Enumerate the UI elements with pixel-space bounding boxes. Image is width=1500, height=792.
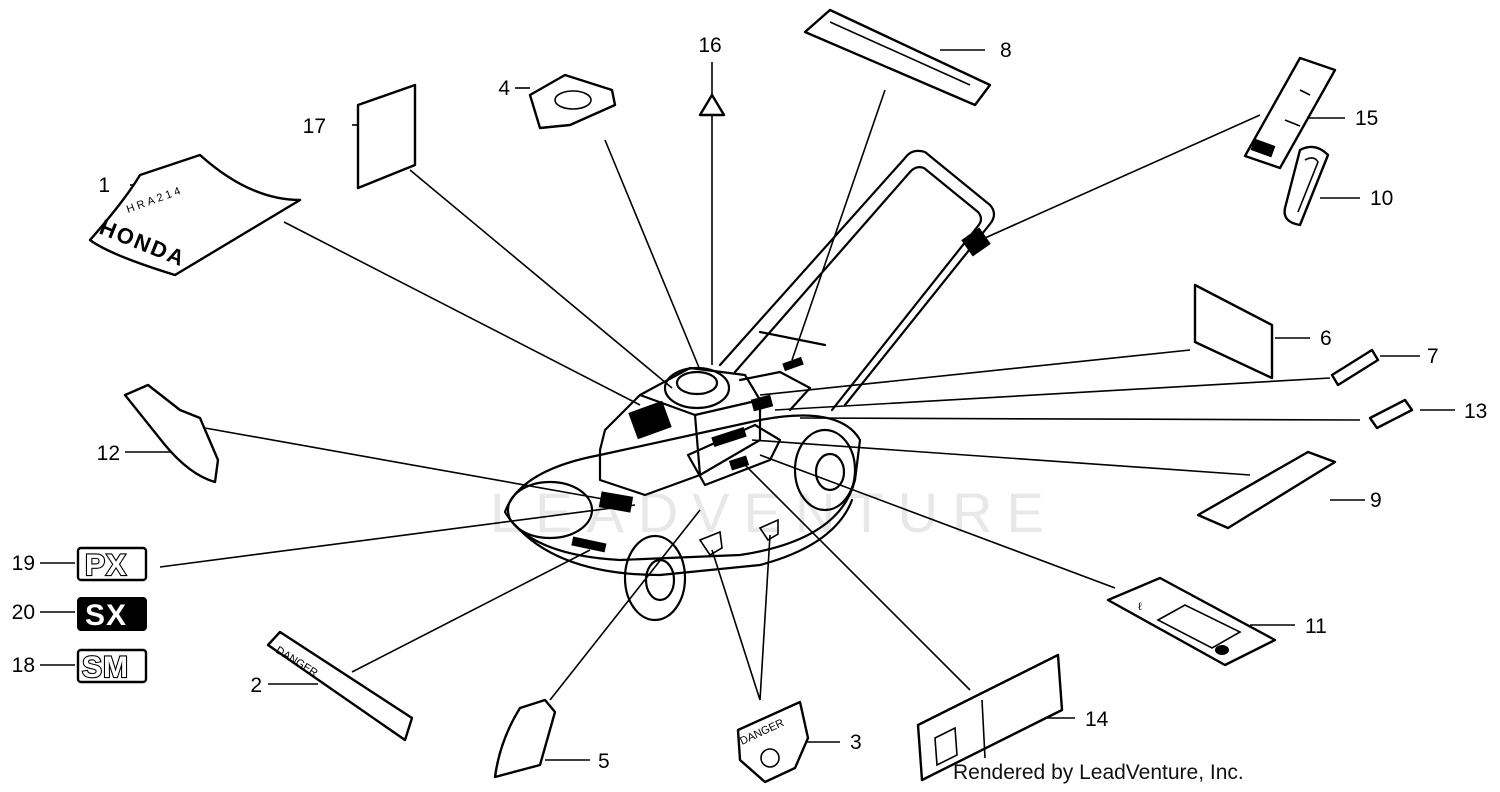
decal-11: ℓ <box>1106 576 1277 667</box>
emblem-19-px: PX <box>76 546 148 583</box>
handle-grip-decal <box>961 227 991 257</box>
callout-10: 10 <box>1370 187 1393 210</box>
decal-7 <box>1330 348 1380 387</box>
callout-12: 12 <box>97 442 120 465</box>
engine-cover-decal <box>711 426 747 448</box>
footer-credit: Rendered by LeadVenture, Inc. <box>953 761 1244 784</box>
callout-15: 15 <box>1355 107 1378 130</box>
decal-5 <box>493 698 557 779</box>
decal-10 <box>1283 145 1330 227</box>
svg-text:SM: SM <box>82 651 129 684</box>
callout-9: 9 <box>1370 489 1382 512</box>
decal-3-danger: DANGER <box>736 700 810 784</box>
callout-19: 19 <box>12 552 35 575</box>
decal-2-danger: DANGER <box>266 630 414 742</box>
decal-1-honda-model: HRA214 HONDA <box>88 153 302 277</box>
decal-15 <box>1243 56 1337 170</box>
engine-vent-grille <box>628 400 672 440</box>
svg-text:SX: SX <box>85 599 127 632</box>
callout-20: 20 <box>12 601 35 624</box>
decal-16-triangle <box>698 93 726 117</box>
callout-numbers: 1 17 4 16 8 15 10 6 7 13 12 9 11 19 20 1… <box>12 34 1488 773</box>
callout-5: 5 <box>598 750 610 773</box>
svg-text:ℓ: ℓ <box>1138 601 1142 613</box>
callout-16: 16 <box>698 34 721 57</box>
decal-14 <box>916 653 1064 782</box>
decal-4 <box>528 73 617 130</box>
callout-1: 1 <box>98 174 110 197</box>
callout-2: 2 <box>250 674 262 697</box>
decal-12 <box>123 383 220 484</box>
decal-8 <box>803 8 992 107</box>
callout-3: 3 <box>850 731 862 754</box>
leader-lines <box>40 49 1455 761</box>
callout-14: 14 <box>1085 708 1109 731</box>
svg-text:PX: PX <box>85 549 127 582</box>
deck-danger-decal <box>698 530 723 557</box>
decal-9 <box>1196 450 1337 530</box>
handle-panel-decal <box>782 356 804 372</box>
decal-6 <box>1193 283 1274 380</box>
engine-side-decal <box>728 455 750 471</box>
callout-17: 17 <box>303 115 326 138</box>
callout-7: 7 <box>1427 345 1439 368</box>
callout-18: 18 <box>12 654 35 677</box>
emblem-20-sx: SX <box>77 597 147 633</box>
lawn-mower-illustration <box>503 149 996 622</box>
throttle-decal <box>750 394 774 412</box>
deck-danger-decal-right <box>758 518 779 542</box>
callout-6: 6 <box>1320 327 1332 350</box>
callout-8: 8 <box>1000 39 1012 62</box>
callout-11: 11 <box>1305 615 1327 638</box>
emblem-18-sm: SM <box>76 648 148 685</box>
decal-13 <box>1368 398 1414 430</box>
decal-17 <box>356 83 417 190</box>
callout-13: 13 <box>1464 400 1487 423</box>
deck-front-decal <box>571 536 607 553</box>
callout-4: 4 <box>498 77 510 100</box>
